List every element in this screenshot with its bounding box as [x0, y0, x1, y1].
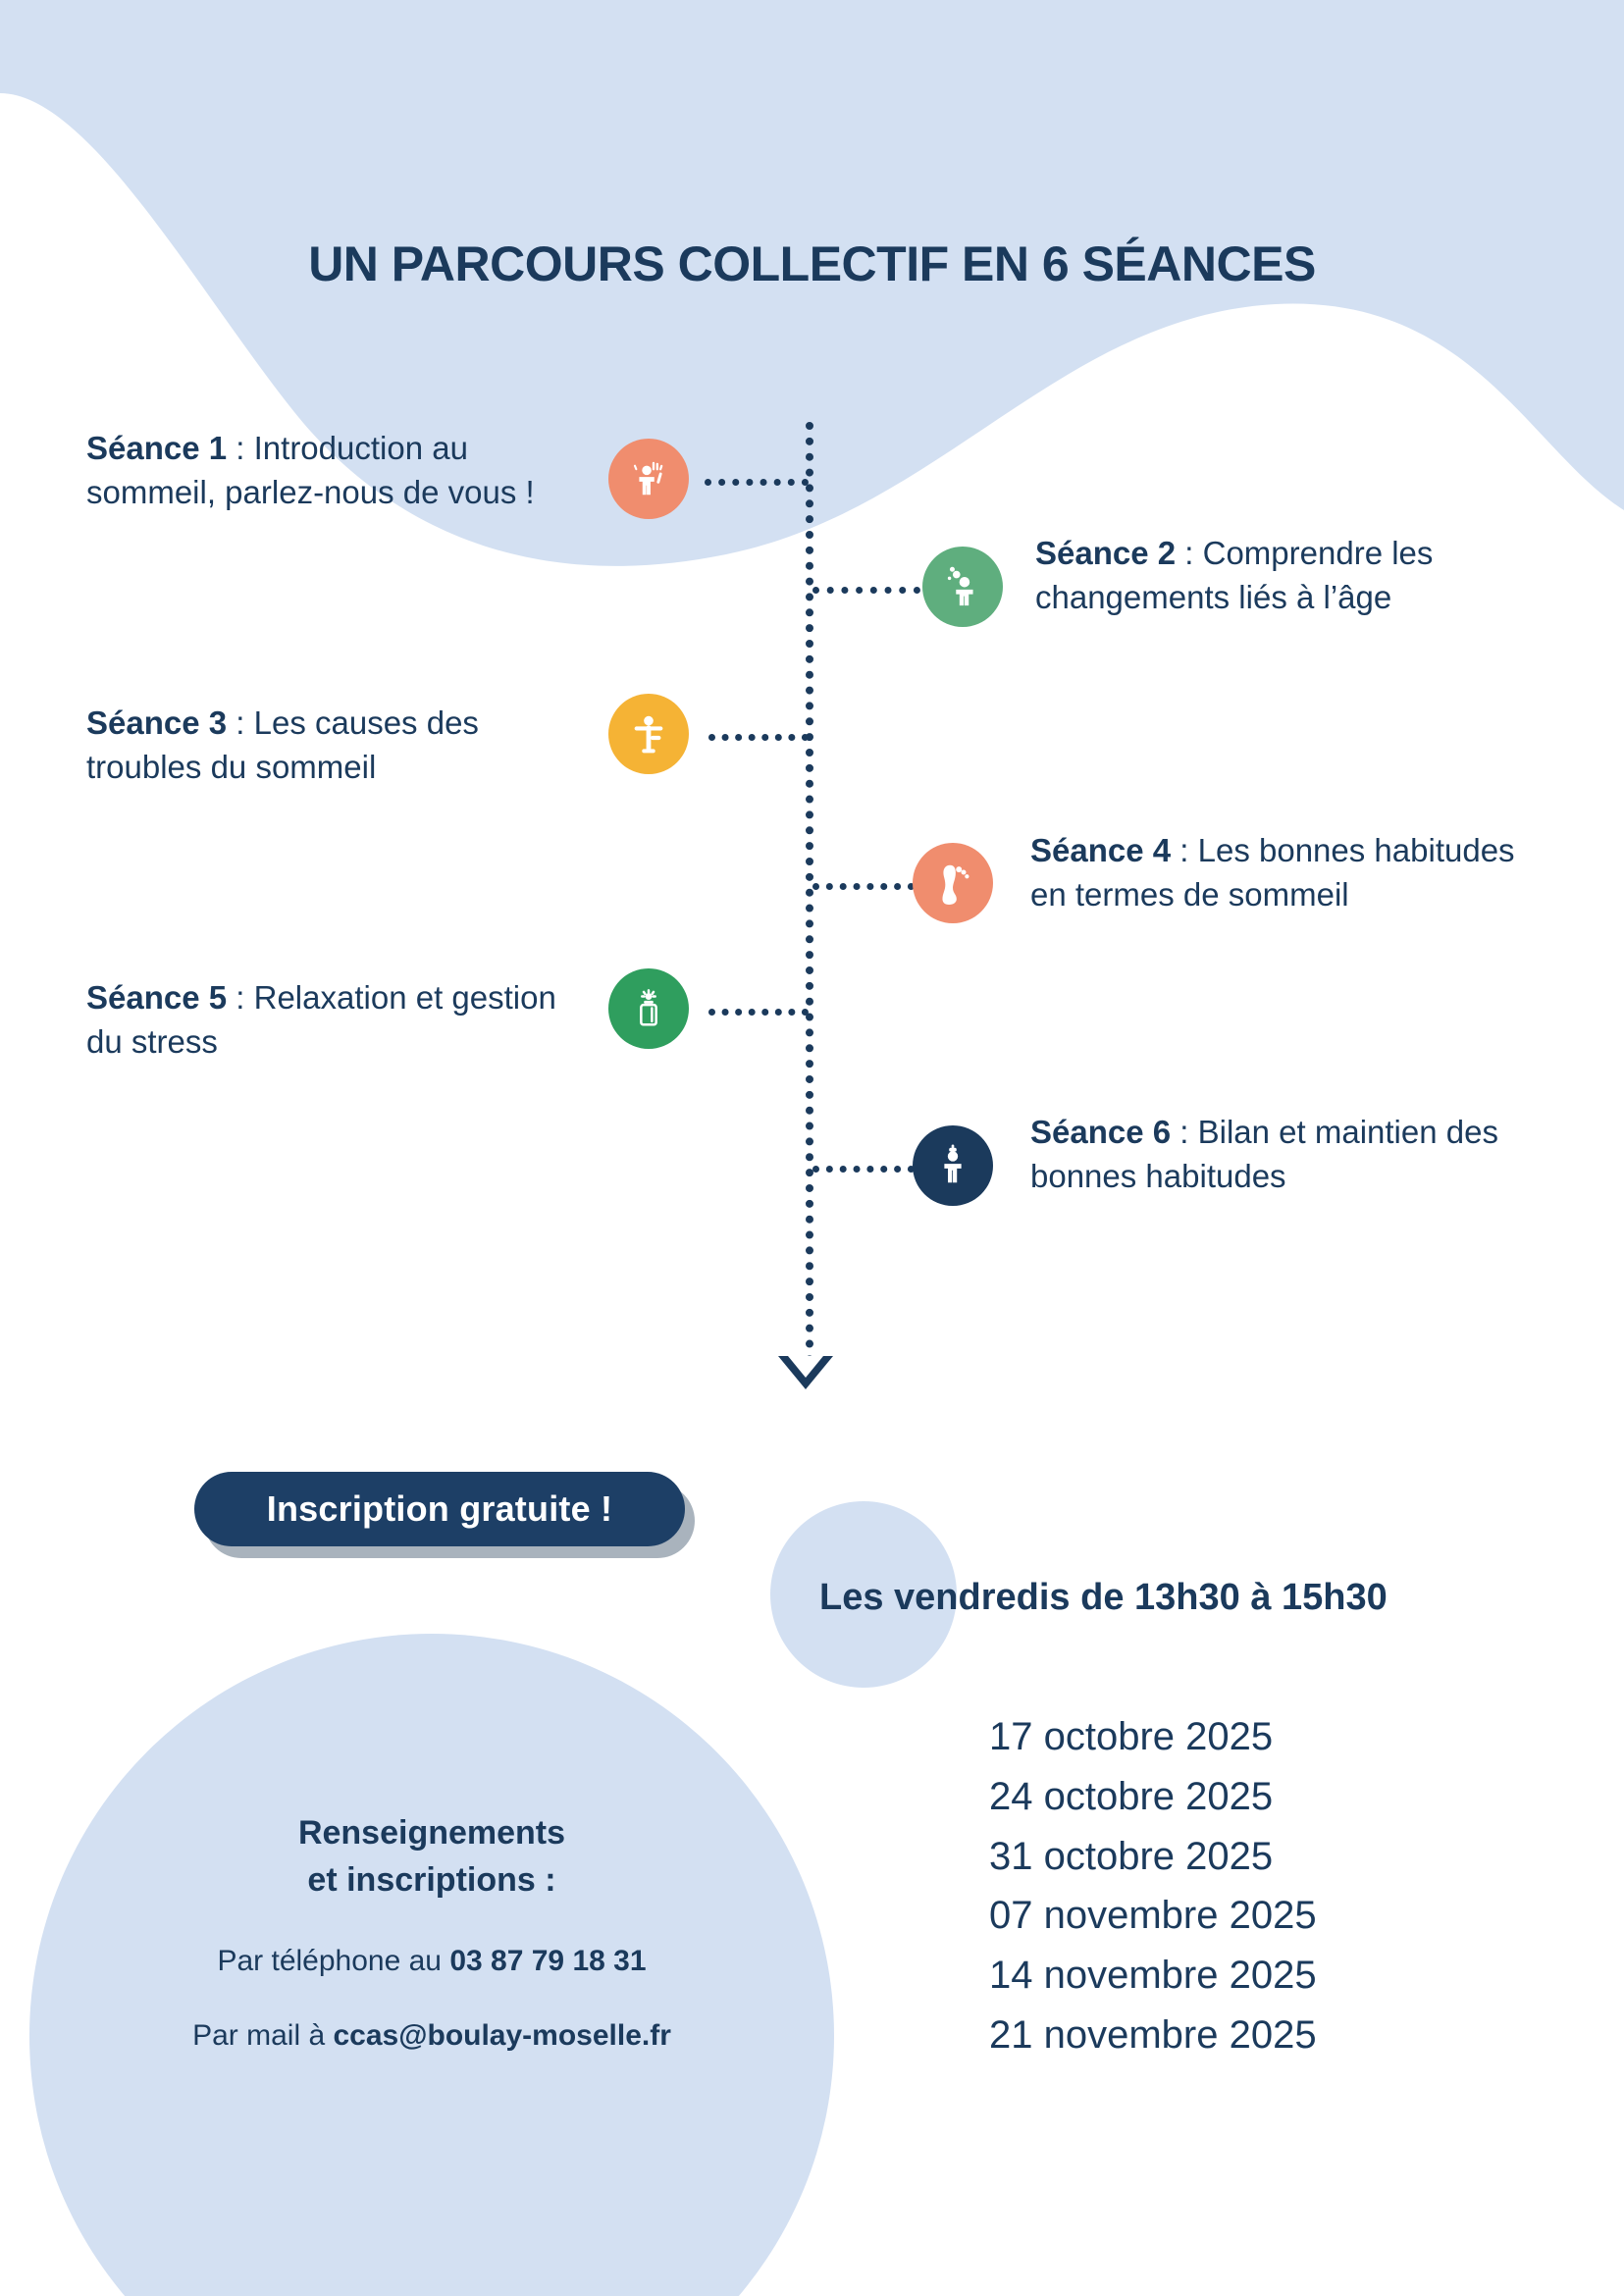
session-sep-3: :	[227, 704, 254, 741]
person-checklist-icon	[944, 1144, 962, 1183]
connector-5	[708, 1009, 809, 1016]
session-label-5: Séance 5	[86, 979, 228, 1016]
session-text-2: Séance 2 : Comprendre les changements li…	[1035, 532, 1545, 619]
session-text-5: Séance 5 : Relaxation et gestion du stre…	[86, 976, 597, 1064]
session-text-1: Séance 1 : Introduction au sommeil, parl…	[86, 427, 606, 514]
sessions-timeline: Séance 1 : Introduction au sommeil, parl…	[0, 412, 1624, 1403]
list-item: 24 octobre 2025	[989, 1774, 1274, 1818]
session-sep-5: :	[227, 979, 254, 1016]
list-item: 14 novembre 2025	[989, 1954, 1317, 1998]
aroma-diffuser-icon	[640, 989, 657, 1026]
timeline-arrow-down-icon	[778, 1356, 833, 1389]
contact-mail-address[interactable]: ccas@boulay-moselle.fr	[333, 2019, 671, 2053]
session-body-4: Les bonnes habitudes en termes de sommei…	[1030, 832, 1515, 913]
inscription-button-wrapper: Inscription gratuite !	[194, 1472, 695, 1558]
footprint-icon	[942, 864, 969, 906]
timeline-axis	[806, 422, 813, 1364]
session-label-6: Séance 6	[1030, 1114, 1172, 1150]
connector-1	[705, 479, 809, 486]
session-body-6: Bilan et maintien des bonnes habitudes	[1030, 1114, 1498, 1194]
contact-phone-number[interactable]: 03 87 79 18 31	[449, 1945, 647, 1978]
session-text-6: Séance 6 : Bilan et maintien des bonnes …	[1030, 1111, 1541, 1198]
session-sep-6: :	[1171, 1114, 1198, 1150]
session-icon-4	[913, 843, 993, 923]
contact-mail-line: Par mail à ccas@boulay-moselle.fr	[39, 2019, 824, 2053]
session-label-1: Séance 1	[86, 430, 228, 466]
contact-phone-line: Par téléphone au 03 87 79 18 31	[39, 1945, 824, 1978]
session-text-4: Séance 4 : Les bonnes habitudes en terme…	[1030, 829, 1541, 916]
session-sep-1: :	[227, 430, 254, 466]
connector-6	[812, 1166, 915, 1173]
session-icon-3	[608, 694, 689, 774]
contact-phone-prefix: Par téléphone au	[217, 1945, 450, 1978]
schedule-dates-list: 17 octobre 2025 24 octobre 2025 31 octob…	[989, 1707, 1317, 2065]
session-sep-4: :	[1171, 832, 1198, 868]
person-thinking-icon	[947, 566, 973, 606]
connector-2	[812, 587, 920, 594]
session-icon-1	[608, 439, 689, 519]
list-item: 31 octobre 2025	[989, 1834, 1274, 1878]
list-item: 07 novembre 2025	[989, 1894, 1317, 1938]
session-label-3: Séance 3	[86, 704, 228, 741]
connector-3	[708, 734, 809, 741]
list-item: 17 octobre 2025	[989, 1715, 1274, 1758]
contact-block: Renseignements et inscriptions : Par tél…	[39, 1810, 824, 2053]
inscription-gratuite-button[interactable]: Inscription gratuite !	[194, 1472, 685, 1546]
schedule-heading: Les vendredis de 13h30 à 15h30	[819, 1577, 1388, 1618]
session-text-3: Séance 3 : Les causes des troubles du so…	[86, 702, 597, 789]
session-body-3: Les causes des troubles du sommeil	[86, 704, 479, 785]
balance-pose-icon	[634, 715, 663, 754]
session-icon-6	[913, 1125, 993, 1206]
session-label-2: Séance 2	[1035, 535, 1177, 571]
connector-4	[812, 883, 915, 890]
contact-mail-prefix: Par mail à	[192, 2019, 334, 2053]
stretching-person-icon	[633, 461, 663, 496]
session-icon-5	[608, 968, 689, 1049]
session-body-5: Relaxation et gestion du stress	[86, 979, 556, 1060]
list-item: 21 novembre 2025	[989, 2012, 1317, 2057]
contact-title: Renseignements et inscriptions :	[297, 1814, 566, 1899]
session-label-4: Séance 4	[1030, 832, 1172, 868]
page-title: UN PARCOURS COLLECTIF EN 6 SÉANCES	[308, 236, 1316, 291]
session-icon-2	[922, 547, 1003, 627]
session-sep-2: :	[1176, 535, 1203, 571]
